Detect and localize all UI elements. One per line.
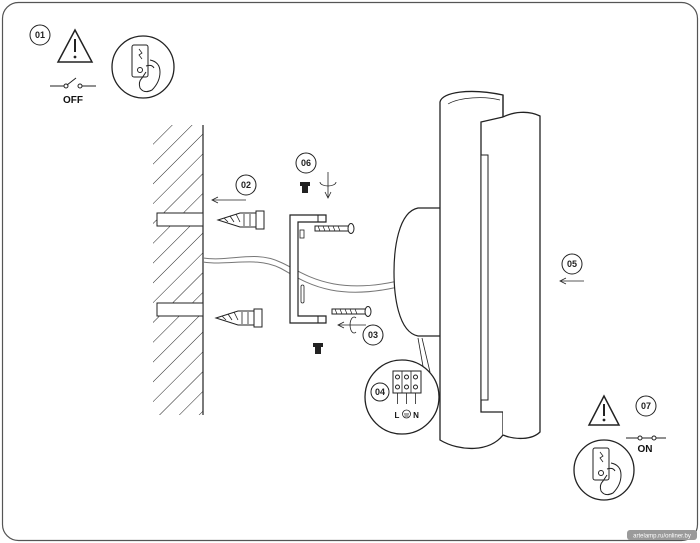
step-06-label: 06 — [301, 158, 311, 168]
wall-hole-top — [156, 212, 204, 227]
watermark-badge: artelamp.ru/onliner.by — [627, 530, 697, 540]
lamp-light-slot — [480, 154, 489, 401]
set-screw-bottom-icon — [313, 343, 323, 354]
rotate-down-arrow-icon — [319, 172, 337, 199]
step-07-group: 07 ON — [573, 394, 666, 501]
terminal-neutral-label: N — [413, 411, 419, 420]
switch-on-label: ON — [638, 444, 653, 455]
hand-switch-on-icon — [573, 439, 635, 501]
watermark-text: artelamp.ru/onliner.by — [633, 534, 691, 540]
step-05-badge — [561, 253, 583, 275]
screw-top-icon — [314, 223, 355, 234]
terminal-block-icon — [392, 370, 422, 404]
step-07-badge — [635, 395, 657, 417]
step-06-group: 06 — [295, 152, 337, 199]
switch-off-icon — [50, 77, 96, 89]
step-01-group: 01 OFF — [29, 24, 175, 106]
terminal-live-label: L — [395, 411, 400, 420]
step-05-label: 05 — [567, 259, 577, 269]
step-02-badge — [235, 174, 257, 196]
arrow-left-icon — [559, 277, 584, 285]
warning-icon — [587, 394, 621, 426]
step-01-label: 01 — [35, 30, 45, 40]
hand-switch-off-icon — [111, 35, 175, 99]
step-07-label: 07 — [641, 401, 651, 411]
step-01-badge — [29, 24, 51, 46]
ground-icon — [402, 409, 411, 419]
step-03-label: 03 — [368, 330, 378, 340]
switch-off-label: OFF — [63, 95, 83, 106]
step-04-badge — [370, 382, 390, 402]
step-03-group: 03 — [337, 316, 384, 346]
lamp-body — [393, 90, 541, 450]
step-03-badge — [362, 324, 384, 346]
screw-bottom-icon — [331, 306, 372, 317]
step-06-badge — [295, 152, 317, 174]
step-05-group: 05 — [559, 253, 584, 285]
warning-icon — [56, 28, 94, 63]
arrow-left-icon — [211, 196, 246, 204]
wall-section — [153, 125, 204, 415]
wall-plug-bottom-icon — [214, 308, 263, 328]
step-04-group: 04 L N — [364, 337, 440, 435]
wall-plug-top-icon — [216, 210, 265, 230]
step-02-label: 02 — [241, 180, 251, 190]
mounting-bracket — [289, 214, 327, 324]
rotate-left-arrow-icon — [337, 316, 366, 334]
power-cable — [202, 256, 411, 293]
step-04-label: 04 — [375, 387, 385, 397]
switch-on-icon — [626, 435, 666, 441]
wall-hole-bottom — [156, 302, 204, 317]
step-02-group: 02 — [211, 174, 265, 328]
set-screw-icon — [300, 182, 310, 193]
